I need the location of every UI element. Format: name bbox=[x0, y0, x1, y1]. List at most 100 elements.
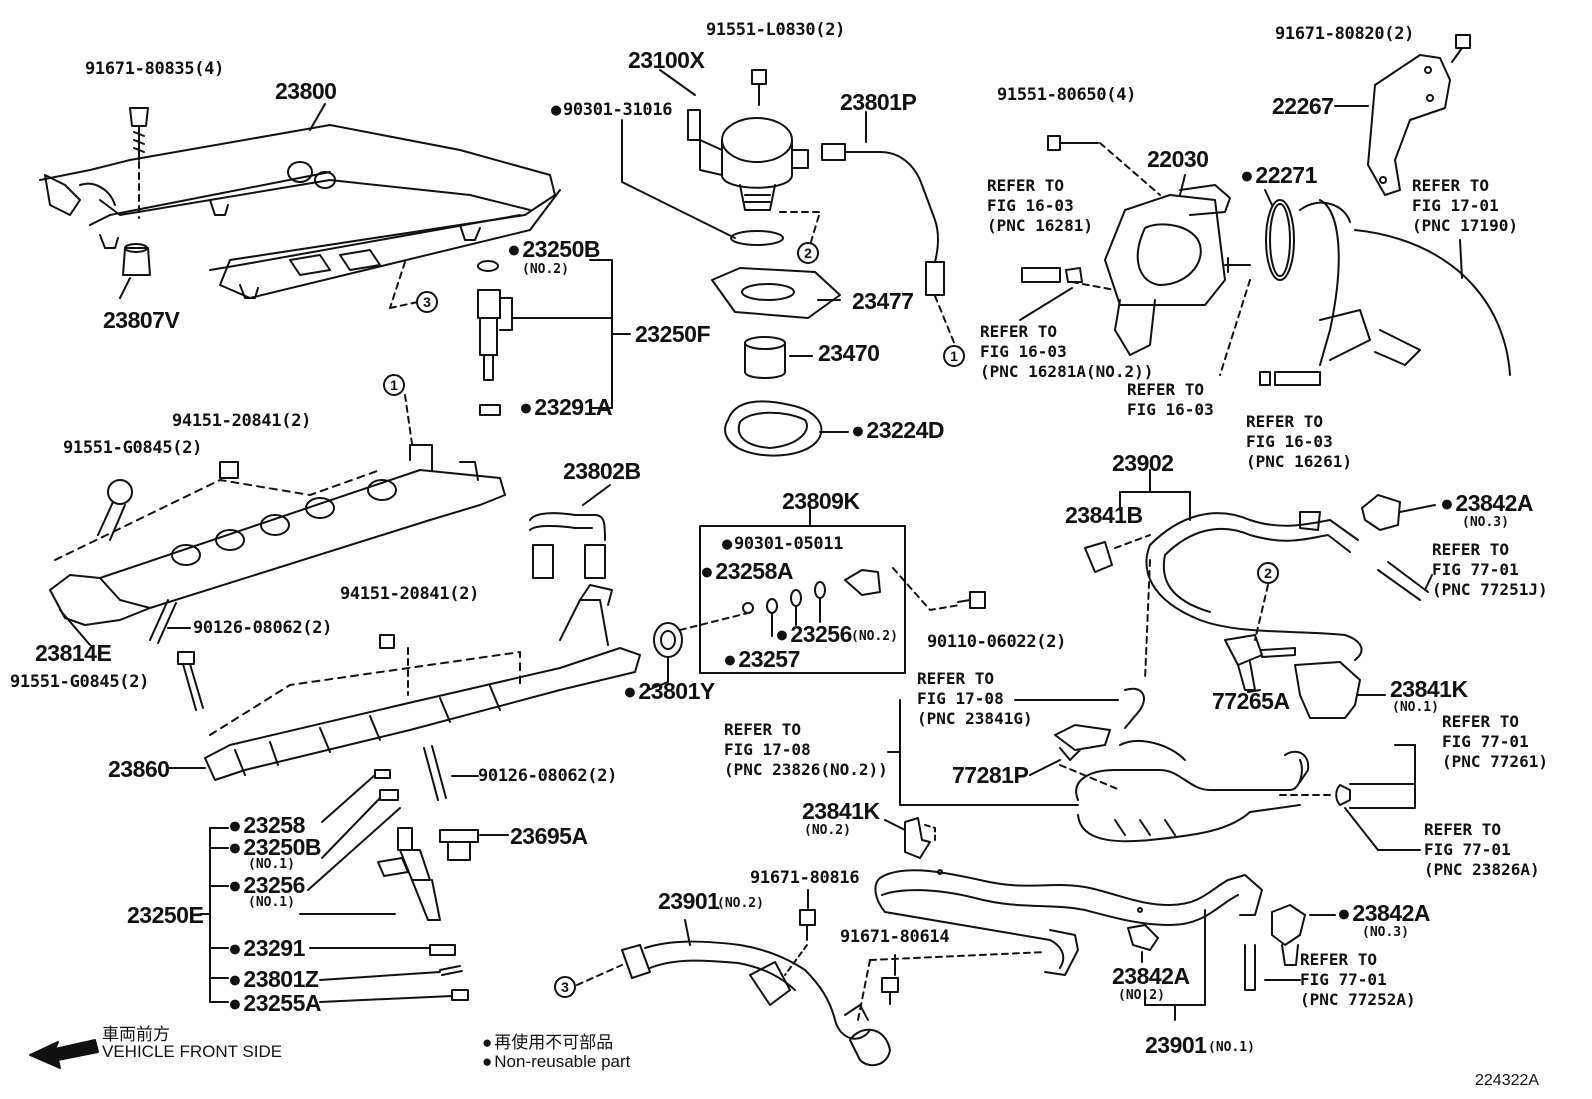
label-23250B-top: 23250B bbox=[507, 236, 600, 263]
label-90301-31016: 90301-31016 bbox=[551, 100, 673, 120]
hose-23901-no1-drawing bbox=[874, 869, 1263, 976]
label-23842A-top-sub: (NO.3) bbox=[1462, 515, 1509, 530]
callout-3-top: 3 bbox=[416, 291, 438, 313]
label-90301-05011: 90301-05011 bbox=[722, 534, 844, 554]
pipe-77252A-drawing bbox=[1244, 944, 1256, 991]
label-23695A: 23695A bbox=[510, 823, 588, 849]
clip-23841K-right-drawing bbox=[1294, 661, 1361, 719]
label-90126-08062-a: 90126-08062(2) bbox=[193, 618, 333, 638]
label-22267: 22267 bbox=[1272, 93, 1334, 119]
grommet-23807V-drawing bbox=[122, 243, 151, 276]
label-23841K-right-sub: (NO.1) bbox=[1392, 700, 1439, 715]
label-23257: 23257 bbox=[723, 646, 800, 673]
label-23814E: 23814E bbox=[35, 640, 112, 666]
bolt-91551-G0845-b-drawing bbox=[177, 651, 204, 711]
label-23250B-top-sub: (NO.2) bbox=[522, 262, 569, 277]
clamp-77261-drawing bbox=[1335, 783, 1416, 809]
label-23250B-low-sub: (NO.1) bbox=[248, 857, 295, 872]
intake-inlet-drawing bbox=[1299, 199, 1511, 376]
pump-lifter-23470-drawing bbox=[744, 336, 786, 379]
bracket-22267-drawing bbox=[1367, 34, 1471, 196]
bolt-91551-G0845-a-drawing bbox=[97, 479, 133, 541]
clip-23841B-drawing bbox=[1084, 541, 1113, 573]
label-91671-80614: 91671-80614 bbox=[840, 927, 950, 947]
label-23901-no1-sub: (NO.1) bbox=[1208, 1040, 1255, 1055]
label-23250B-low: 23250B bbox=[228, 834, 321, 861]
callout-3-bottom: 3 bbox=[554, 976, 576, 998]
label-23842A-mid-sub: (NO.2) bbox=[1118, 988, 1165, 1003]
label-77281P: 77281P bbox=[952, 762, 1029, 788]
non-reusable-en: Non-reusable part bbox=[482, 1052, 630, 1072]
label-23842A-right: 23842A bbox=[1337, 900, 1430, 927]
label-23901-no2: 23901 bbox=[658, 888, 720, 914]
label-23801Z: 23801Z bbox=[228, 966, 319, 993]
label-22271: 22271 bbox=[1240, 162, 1317, 189]
label-23841K-mid: 23841K bbox=[802, 798, 880, 824]
connector-77265A-drawing bbox=[1224, 634, 1296, 691]
label-23901-no2-sub: (NO.2) bbox=[717, 896, 764, 911]
label-23470: 23470 bbox=[818, 340, 880, 366]
fuel-rail-23860-drawing bbox=[204, 584, 641, 781]
bolt-91551-80650-drawing bbox=[1047, 135, 1161, 196]
fuel-rail-upper-drawing bbox=[39, 124, 561, 299]
nut-94151-20841-a-drawing bbox=[219, 461, 239, 479]
connector-23842A-mid-drawing bbox=[1127, 924, 1159, 951]
vehicle-front-jp: 車両前方 bbox=[102, 1025, 170, 1044]
diagram-id: 224322A bbox=[1475, 1072, 1540, 1089]
label-23901-no1: 23901 bbox=[1145, 1032, 1207, 1058]
label-91551-G0845-b: 91551-G0845(2) bbox=[10, 672, 150, 692]
label-23841K-right: 23841K bbox=[1390, 676, 1468, 702]
injector-23250E-drawing bbox=[374, 769, 469, 1001]
clip-23695A-drawing bbox=[439, 829, 479, 861]
hose-assembly-middle-drawing bbox=[1075, 740, 1310, 843]
bolt-91671-80835-drawing bbox=[129, 107, 149, 219]
vehicle-front-arrow bbox=[29, 1039, 99, 1069]
pipe-23802B-drawing bbox=[529, 512, 606, 579]
label-94151-20841-b: 94151-20841(2) bbox=[340, 584, 480, 604]
label-23809K: 23809K bbox=[782, 488, 860, 514]
vehicle-front-en: VEHICLE FRONT SIDE bbox=[102, 1042, 283, 1061]
stud-90126-08062-a-drawing bbox=[149, 599, 177, 644]
label-77265A: 77265A bbox=[1212, 688, 1290, 714]
label-23902: 23902 bbox=[1112, 450, 1174, 476]
label-23807V: 23807V bbox=[103, 307, 180, 333]
label-23842A-top: 23842A bbox=[1440, 490, 1533, 517]
label-23842A-right-sub: (NO.3) bbox=[1362, 925, 1409, 940]
clip-23841K-mid-drawing bbox=[904, 817, 931, 859]
label-23841K-mid-sub: (NO.2) bbox=[804, 823, 851, 838]
label-23256-low: 23256 bbox=[228, 872, 305, 899]
connector-23842A-top-drawing bbox=[1361, 494, 1401, 531]
stud-90126-08062-b-drawing bbox=[423, 745, 447, 801]
label-23291: 23291 bbox=[228, 935, 305, 962]
label-23256-kit-sub: (NO.2) bbox=[851, 629, 898, 644]
fuel-pump-23100X-drawing bbox=[687, 109, 809, 246]
label-23860: 23860 bbox=[108, 756, 170, 782]
label-91671-80816: 91671-80816 bbox=[750, 868, 860, 888]
callout-2-top: 2 bbox=[797, 242, 819, 264]
label-91671-80820: 91671-80820(2) bbox=[1275, 24, 1415, 44]
gasket-22271-drawing bbox=[1265, 199, 1295, 281]
label-91551-L0830: 91551-L0830(2) bbox=[706, 20, 846, 40]
label-23801P: 23801P bbox=[840, 89, 917, 115]
bolt-91671-80614-drawing bbox=[881, 977, 899, 1005]
label-91551-80650: 91551-80650(4) bbox=[997, 85, 1137, 105]
label-23477: 23477 bbox=[852, 288, 914, 314]
label-23842A-mid: 23842A bbox=[1112, 963, 1190, 989]
label-23224D: 23224D bbox=[851, 417, 944, 444]
label-23801Y: 23801Y bbox=[623, 678, 715, 705]
hose-23902-drawing bbox=[1145, 511, 1363, 661]
label-90126-08062-b: 90126-08062(2) bbox=[478, 766, 618, 786]
label-23255A: 23255A bbox=[228, 990, 321, 1017]
label-23291A: 23291A bbox=[519, 394, 612, 421]
